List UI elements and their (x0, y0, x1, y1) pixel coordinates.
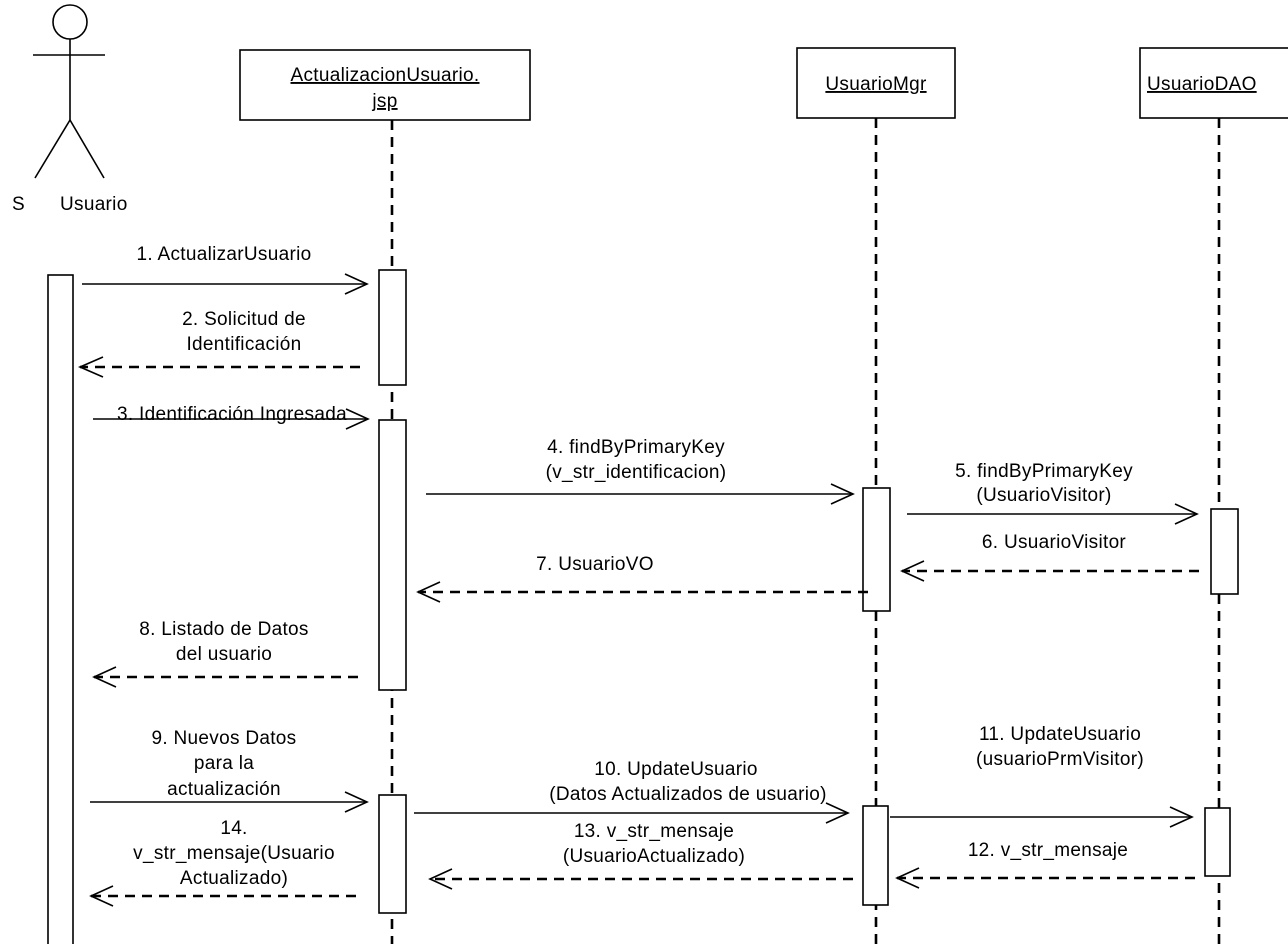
arrowhead (1169, 806, 1194, 828)
message-9-label-line1: 9. Nuevos Datos (152, 728, 297, 749)
arrowhead (1174, 503, 1199, 525)
message-5-label-line1: 5. findByPrimaryKey (955, 461, 1133, 482)
object-jsp-box (239, 49, 531, 121)
activation-dao-1 (1210, 508, 1239, 595)
arrowhead (416, 581, 441, 603)
message-9: 9. Nuevos Datos para la actualización (90, 728, 369, 813)
actor-usuario: S Usuario (12, 4, 128, 215)
arrowhead (89, 885, 114, 907)
arrowhead (900, 560, 925, 582)
message-10: 10. UpdateUsuario (Datos Actualizados de… (414, 759, 850, 824)
message-3: 3. Identificación Ingresada (93, 404, 370, 430)
message-2-label-line2: Identificación (186, 334, 301, 355)
object-dao: UsuarioDAO (1139, 47, 1288, 119)
message-1-label: 1. ActualizarUsuario (137, 244, 312, 265)
message-13-label-line2: (UsuarioActualizado) (563, 846, 745, 867)
message-12-label: 12. v_str_mensaje (968, 840, 1128, 861)
message-4: 4. findByPrimaryKey (v_str_identificacio… (426, 437, 855, 505)
message-10-label-line2: (Datos Actualizados de usuario) (549, 784, 827, 805)
object-mgr-label: UsuarioMgr (825, 74, 927, 95)
actor-prefix: S (12, 194, 25, 215)
object-dao-box (1139, 47, 1288, 119)
activation-actor (47, 274, 74, 944)
activation-jsp-3 (378, 794, 407, 914)
message-8: 8. Listado de Datos del usuario (92, 619, 358, 688)
message-8-label-line2: del usuario (176, 644, 272, 665)
message-13-label-line1: 13. v_str_mensaje (574, 821, 734, 842)
message-6: 6. UsuarioVisitor (900, 532, 1199, 582)
arrowhead (428, 868, 453, 890)
arrowhead (830, 483, 855, 505)
arrowhead (344, 791, 369, 813)
activation-mgr-2 (862, 805, 889, 906)
message-4-label-line1: 4. findByPrimaryKey (547, 437, 725, 458)
activation-mgr-1 (862, 487, 891, 612)
actor-head (52, 4, 88, 40)
message-9-label-line3: actualización (167, 779, 281, 800)
message-10-label-line1: 10. UpdateUsuario (594, 759, 758, 780)
object-jsp: ActualizacionUsuario. jsp (239, 49, 531, 121)
message-5-label-line2: (UsuarioVisitor) (976, 485, 1111, 506)
message-6-label: 6. UsuarioVisitor (982, 532, 1127, 553)
message-2-label-line1: 2. Solicitud de (182, 309, 306, 330)
arrowhead (895, 867, 920, 889)
message-7: 7. UsuarioVO (416, 554, 868, 603)
message-2: 2. Solicitud de Identificación (77, 309, 360, 378)
message-11-label-line1: 11. UpdateUsuario (979, 724, 1141, 745)
object-dao-label: UsuarioDAO (1147, 74, 1257, 95)
message-1: 1. ActualizarUsuario (82, 244, 369, 295)
message-9-label-line2: para la (194, 753, 254, 774)
activation-jsp-1 (378, 269, 407, 386)
arrowhead (92, 666, 117, 688)
object-jsp-label-line2: jsp (371, 91, 397, 112)
message-14-label-line3: Actualizado) (180, 868, 288, 889)
message-7-label: 7. UsuarioVO (536, 554, 654, 575)
message-11-label-line2: (usuarioPrmVisitor) (976, 749, 1144, 770)
activation-dao-2 (1204, 807, 1231, 877)
message-11: 11. UpdateUsuario (usuarioPrmVisitor) (890, 724, 1194, 828)
message-14-label-line2: v_str_mensaje(Usuario (133, 843, 335, 864)
object-mgr: UsuarioMgr (796, 47, 956, 119)
arrowhead (344, 273, 369, 295)
message-14-label-line1: 14. (220, 818, 247, 839)
actor-right-leg (69, 119, 105, 179)
actor-left-leg (34, 119, 71, 179)
message-13: 13. v_str_mensaje (UsuarioActualizado) (428, 821, 853, 890)
arrowhead (825, 802, 850, 824)
object-mgr-box (796, 47, 956, 119)
message-5: 5. findByPrimaryKey (UsuarioVisitor) (907, 461, 1199, 525)
message-8-label-line1: 8. Listado de Datos (139, 619, 308, 640)
arrowhead (345, 408, 370, 430)
actor-name: Usuario (60, 194, 128, 215)
message-4-label-line2: (v_str_identificacion) (546, 462, 727, 483)
message-14: 14. v_str_mensaje(Usuario Actualizado) (89, 818, 356, 907)
activation-jsp-2 (378, 419, 407, 691)
message-3-label: 3. Identificación Ingresada (117, 404, 347, 425)
arrowhead (77, 356, 104, 378)
object-jsp-label-line1: ActualizacionUsuario. (291, 65, 480, 86)
message-12: 12. v_str_mensaje (895, 840, 1195, 889)
